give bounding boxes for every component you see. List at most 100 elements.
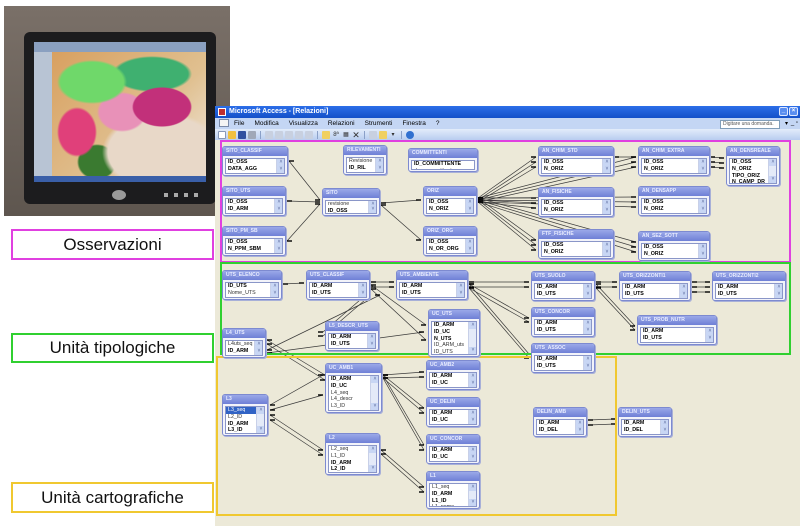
field-row[interactable]: ID_UTS [434, 349, 453, 355]
field-row[interactable]: ID_ARM [402, 283, 423, 289]
scroll-up-icon[interactable]: ˄ [699, 159, 706, 166]
table-title[interactable]: DELIN_AMB [534, 408, 586, 417]
ask-question-input[interactable]: Digitare una domanda. [720, 120, 780, 129]
close-button[interactable]: × [789, 107, 798, 116]
field-row[interactable]: tipo_UTS [310, 297, 366, 298]
scrollbar[interactable]: ˄˅ [468, 484, 476, 506]
field-row[interactable]: ID_ARM [432, 410, 453, 416]
scroll-up-icon[interactable]: ˄ [584, 320, 591, 327]
table-title[interactable]: UTS_SUOLO [532, 272, 594, 281]
field-row[interactable]: ID_UTS [331, 340, 350, 347]
document-icon[interactable] [219, 119, 229, 127]
table-title[interactable]: SITO_PM_SB [223, 227, 285, 236]
table-title[interactable]: UTS_CONCOR [532, 308, 594, 317]
field-row[interactable]: L2_seq [331, 446, 349, 452]
field-row[interactable]: ID_OSS [328, 207, 348, 214]
scroll-down-icon[interactable]: ˅ [369, 465, 376, 472]
field-row[interactable]: ID_DEL [539, 426, 558, 433]
field-row[interactable]: DEL_descr [537, 434, 583, 435]
field-row[interactable]: p_cat_paes [400, 297, 464, 298]
field-row[interactable]: den_committente [412, 168, 474, 169]
field-row[interactable]: ID_UC [432, 416, 448, 423]
scrollbar[interactable]: ˄˅ [270, 283, 278, 297]
open-icon[interactable] [228, 130, 236, 139]
field-row[interactable]: ID_OSS [228, 159, 248, 165]
table-title[interactable]: UTS_ORIZZONTI2 [713, 272, 785, 281]
preview-icon[interactable] [265, 130, 273, 139]
field-row[interactable]: non_suolo_p [430, 387, 476, 388]
help-icon[interactable] [406, 130, 414, 139]
scroll-down-icon[interactable]: ˅ [661, 427, 668, 434]
scrollbar[interactable]: ˄˅ [583, 284, 591, 298]
table-title[interactable]: UTS_CLASSIF [307, 271, 369, 280]
field-row[interactable]: ID_OSS [732, 159, 752, 165]
field-row[interactable]: N_PPM_SBM [228, 245, 261, 252]
field-row[interactable]: ID_ARM [432, 447, 453, 453]
field-row[interactable]: L2_ID [331, 466, 346, 473]
field-row[interactable]: N_ORIZ [623, 298, 687, 299]
menu-strumenti[interactable]: Strumenti [364, 120, 393, 127]
menu-finestra[interactable]: Finestra [402, 120, 426, 127]
menu-help[interactable]: ? [435, 120, 440, 127]
scroll-down-icon[interactable]: ˅ [469, 417, 476, 424]
scrollbar[interactable]: ˄˅ [602, 159, 610, 173]
scroll-up-icon[interactable]: ˄ [603, 200, 610, 207]
scroll-up-icon[interactable]: ˄ [603, 242, 610, 249]
field-row[interactable]: L1_nome [430, 504, 476, 506]
field-row[interactable]: TIPO_ORIZ [642, 213, 706, 214]
scroll-down-icon[interactable]: ˅ [275, 206, 282, 213]
table-title[interactable]: AN_SEZ_SOTT [639, 232, 709, 241]
table-title[interactable]: L3 [223, 395, 267, 404]
field-row[interactable]: ID_UTS [402, 289, 421, 296]
scroll-up-icon[interactable]: ˄ [466, 199, 473, 206]
table-title[interactable]: UC_AMB1 [326, 364, 381, 373]
scrollbar[interactable]: ˄˅ [465, 199, 473, 213]
field-row[interactable]: PN_ac_1 [641, 342, 713, 343]
scroll-down-icon[interactable]: ˅ [699, 251, 706, 258]
field-row[interactable]: Revisione [349, 158, 373, 164]
paste-icon[interactable] [305, 130, 313, 139]
field-row[interactable]: TIPO_ORIZ [732, 172, 760, 179]
field-row[interactable]: TIPO_ORIZ [642, 258, 706, 259]
table-title[interactable]: COMMITTENTI [409, 149, 477, 158]
scrollbar[interactable]: ˄˅ [456, 283, 464, 297]
show-all-icon[interactable]: ▦ [343, 131, 349, 138]
field-row[interactable]: ID_UC [432, 453, 448, 460]
scroll-down-icon[interactable]: ˅ [257, 426, 264, 433]
table-title[interactable]: AN_CHIM_STD [539, 147, 613, 156]
scroll-down-icon[interactable]: ˅ [466, 246, 473, 253]
field-row[interactable]: ID_UTS [718, 290, 737, 297]
scroll-down-icon[interactable]: ˅ [371, 403, 378, 410]
scroll-up-icon[interactable]: ˄ [371, 376, 378, 383]
field-row[interactable]: N_ORIZ [644, 205, 664, 212]
field-row[interactable]: ID_ARM [624, 420, 645, 426]
table-title[interactable]: ORIZ_ORG [424, 227, 476, 236]
scrollbar[interactable]: ˄˅ [367, 334, 375, 348]
scroll-down-icon[interactable]: ˅ [369, 206, 376, 213]
scroll-down-icon[interactable]: ˅ [584, 327, 591, 334]
scroll-up-icon[interactable]: ˄ [368, 334, 375, 341]
scrollbar[interactable]: ˄˅ [274, 239, 282, 253]
field-row[interactable]: N_ORIZ [732, 165, 752, 172]
scrollbar[interactable]: ˄˅ [602, 200, 610, 214]
table-title[interactable]: UTS_ELENCO [223, 271, 281, 280]
scrollbar[interactable]: ˄˅ [358, 283, 366, 297]
scrollbar[interactable]: ˄˅ [468, 322, 476, 354]
table-title[interactable]: L5_DESCR_UTS [326, 322, 378, 331]
scroll-up-icon[interactable]: ˄ [699, 199, 706, 206]
field-row[interactable]: prob_limite_inf [226, 253, 282, 254]
table-title[interactable]: ORIZ [424, 187, 476, 196]
table-title[interactable]: SITO_CLASSIF [223, 147, 287, 156]
field-row[interactable]: N_UTS [434, 335, 452, 342]
field-row[interactable]: TIPO_ORIZ [642, 173, 706, 174]
